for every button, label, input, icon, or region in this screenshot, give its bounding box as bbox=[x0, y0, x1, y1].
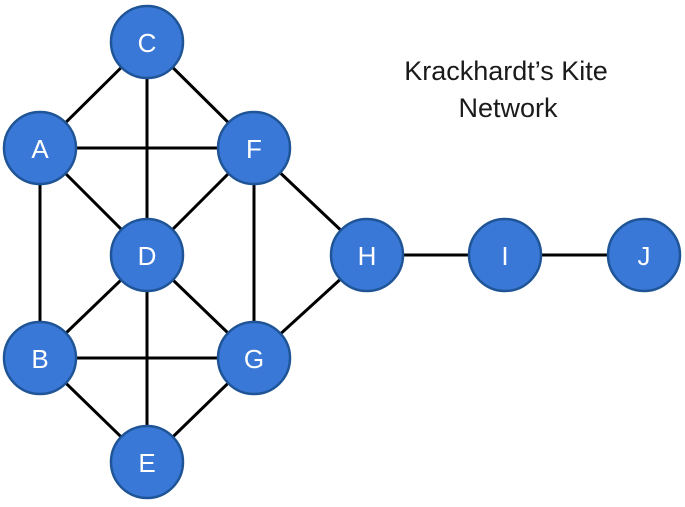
node-label-b: B bbox=[31, 344, 48, 374]
node-circle-b bbox=[2, 320, 78, 396]
node-circle-g bbox=[216, 320, 292, 396]
node-circle-j bbox=[606, 217, 682, 293]
node-label-g: G bbox=[244, 344, 264, 374]
node-b: B bbox=[2, 320, 78, 396]
node-circle-f bbox=[216, 110, 292, 186]
node-circle-h bbox=[329, 217, 405, 293]
node-label-c: C bbox=[138, 28, 157, 58]
node-label-f: F bbox=[246, 134, 262, 164]
node-i: I bbox=[467, 217, 543, 293]
diagram-title-line-1: Krackhardt’s Kite bbox=[404, 56, 608, 86]
nodes-layer: A B C D E F G H I J bbox=[2, 4, 682, 500]
node-label-j: J bbox=[638, 241, 651, 271]
node-label-a: A bbox=[31, 134, 49, 164]
node-c: C bbox=[109, 4, 185, 80]
node-f: F bbox=[216, 110, 292, 186]
node-h: H bbox=[329, 217, 405, 293]
node-a: A bbox=[2, 110, 78, 186]
node-label-d: D bbox=[138, 241, 157, 271]
node-circle-a bbox=[2, 110, 78, 186]
node-e: E bbox=[109, 424, 185, 500]
node-circle-d bbox=[109, 217, 185, 293]
diagram-title-line-2: Network bbox=[458, 93, 558, 123]
node-circle-c bbox=[109, 4, 185, 80]
node-label-e: E bbox=[138, 448, 155, 478]
node-d: D bbox=[109, 217, 185, 293]
node-label-i: I bbox=[501, 241, 508, 271]
node-j: J bbox=[606, 217, 682, 293]
node-label-h: H bbox=[358, 241, 377, 271]
node-circle-e bbox=[109, 424, 185, 500]
node-g: G bbox=[216, 320, 292, 396]
node-circle-i bbox=[467, 217, 543, 293]
